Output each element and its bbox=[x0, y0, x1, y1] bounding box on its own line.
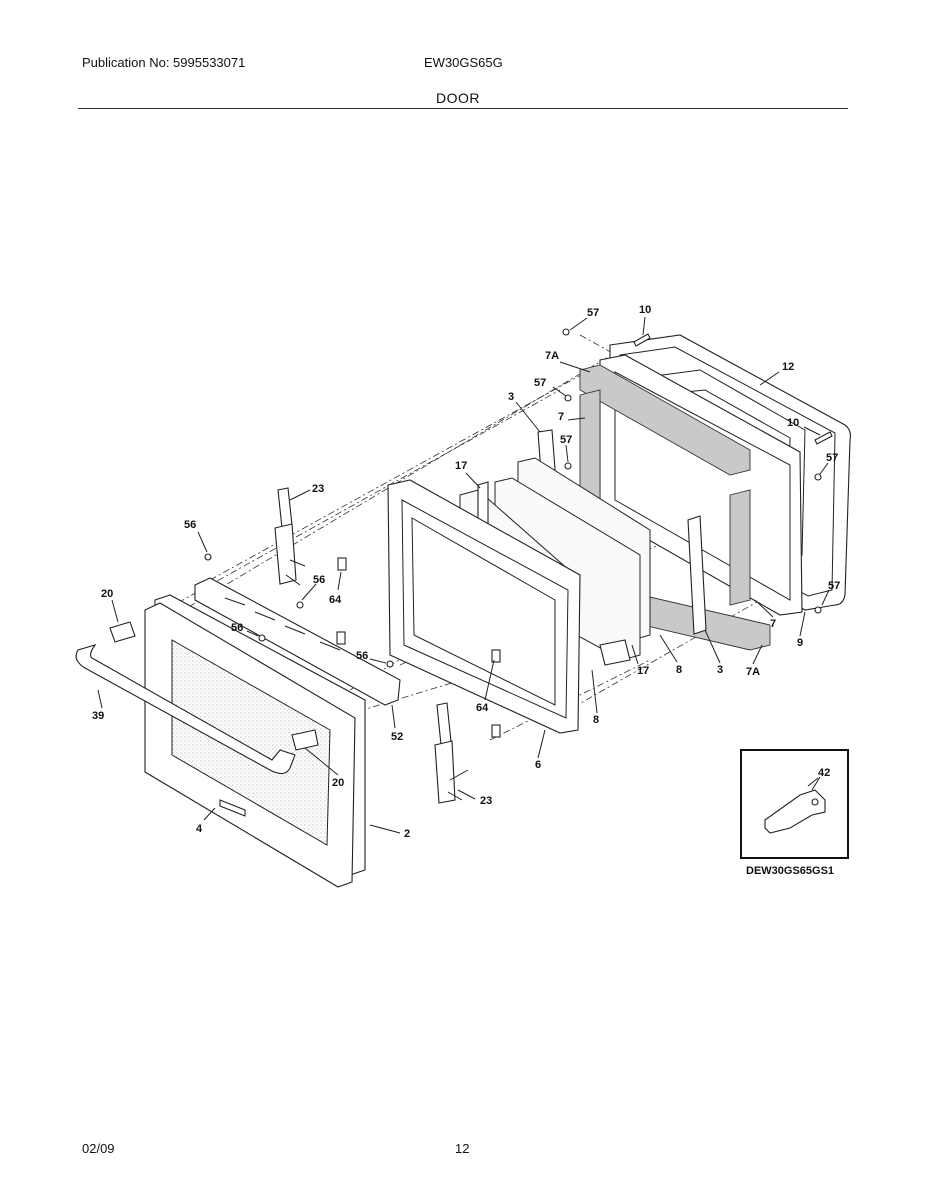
callout-7a: 7A bbox=[545, 350, 559, 362]
callout-4: 4 bbox=[196, 823, 203, 835]
callout-2: 2 bbox=[404, 828, 410, 840]
screws bbox=[204, 328, 833, 668]
callout-39: 39 bbox=[92, 710, 104, 722]
model-number: EW30GS65G bbox=[424, 55, 503, 70]
publication-number: Publication No: 5995533071 bbox=[82, 55, 246, 70]
callout-7: 7 bbox=[770, 618, 776, 630]
callout-56: 56 bbox=[231, 622, 243, 634]
footer-date: 02/09 bbox=[82, 1141, 115, 1156]
callout-17: 17 bbox=[455, 460, 467, 472]
leader-lines bbox=[97, 316, 830, 834]
hinges-part-23 bbox=[274, 487, 469, 804]
handle-mounts-part-20 bbox=[109, 621, 319, 751]
door-outer-panel-part-4 bbox=[144, 602, 356, 888]
callout-23: 23 bbox=[480, 795, 492, 807]
callout-57: 57 bbox=[587, 307, 599, 319]
door-top-trim-part-52 bbox=[194, 577, 401, 706]
callout-6: 6 bbox=[535, 759, 541, 771]
callout-57: 57 bbox=[828, 580, 840, 592]
callout-23: 23 bbox=[312, 483, 324, 495]
callout-42: 42 bbox=[818, 767, 830, 779]
section-title: DOOR bbox=[436, 90, 480, 106]
callout-3: 3 bbox=[717, 664, 723, 676]
inset-caption: DEW30GS65GS1 bbox=[746, 865, 834, 877]
callout-10: 10 bbox=[787, 417, 799, 429]
callout-10: 10 bbox=[639, 304, 651, 316]
callout-20: 20 bbox=[101, 588, 113, 600]
spacers-part-64 bbox=[336, 557, 501, 738]
inset-detail-box bbox=[740, 749, 849, 859]
door-frame-part-6 bbox=[387, 479, 581, 734]
callout-8: 8 bbox=[676, 664, 682, 676]
callout-56: 56 bbox=[184, 519, 196, 531]
callout-12: 12 bbox=[782, 361, 794, 373]
callout-64: 64 bbox=[476, 702, 489, 714]
callout-17: 17 bbox=[637, 665, 649, 677]
callout-57: 57 bbox=[560, 434, 572, 446]
callout-7a: 7A bbox=[746, 666, 760, 678]
callout-20: 20 bbox=[332, 777, 344, 789]
callout-labels: 57 10 7A 12 57 3 7 57 10 57 17 23 56 56 … bbox=[92, 304, 840, 877]
door-handle-part-39 bbox=[75, 644, 296, 775]
page-number: 12 bbox=[455, 1141, 470, 1156]
callout-52: 52 bbox=[391, 731, 403, 743]
callout-57: 57 bbox=[534, 377, 546, 389]
callout-57: 57 bbox=[826, 452, 838, 464]
callout-3: 3 bbox=[508, 391, 514, 403]
callout-56: 56 bbox=[313, 574, 325, 586]
header-rule bbox=[78, 108, 848, 109]
callout-7: 7 bbox=[558, 411, 564, 423]
callout-8: 8 bbox=[593, 714, 599, 726]
callout-56: 56 bbox=[356, 650, 368, 662]
callout-64: 64 bbox=[329, 594, 342, 606]
callout-9: 9 bbox=[797, 637, 803, 649]
